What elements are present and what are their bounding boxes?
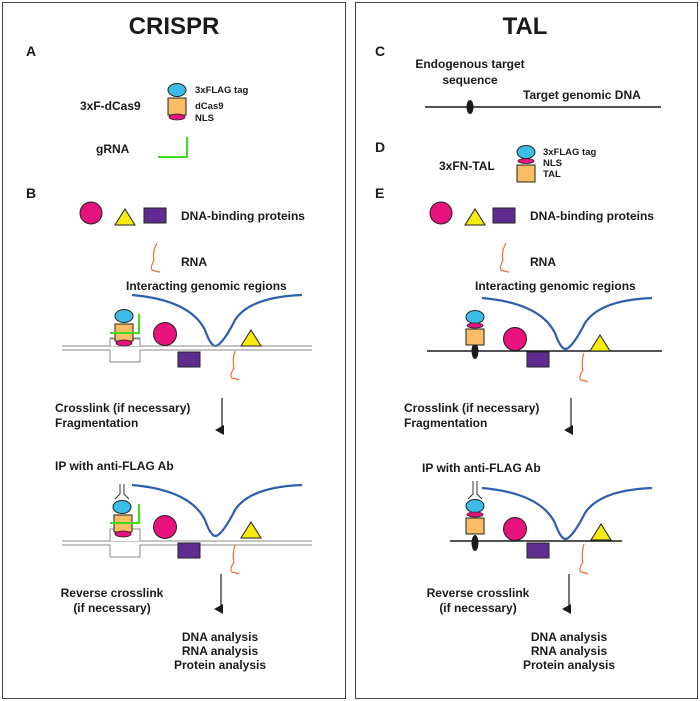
output-rna: RNA analysis [531,644,608,658]
output-rna: RNA analysis [182,644,259,658]
circle-protein-icon [79,201,103,225]
tal-binding-diagram [427,296,662,383]
step1-line2: Fragmentation [55,416,138,430]
output-protein: Protein analysis [523,658,615,672]
part-label-nls: NLS [195,113,214,124]
target-site-icon [466,100,474,114]
panel-letter-c: C [375,43,385,59]
crispr-ip-diagram [62,483,312,575]
target-seq-label-line1: Endogenous target [415,57,524,71]
genomic-dna-label: Target genomic DNA [523,88,641,102]
step2-line1: Reverse crosslink [61,586,164,600]
rna-icon [499,242,510,273]
output-protein: Protein analysis [174,658,266,672]
part-label-dcas9: dCas9 [195,101,224,112]
antibody-icon [467,481,483,500]
step2-line2: (if necessary) [439,601,516,615]
part-label-flag: 3xFLAG tag [543,147,597,158]
proteins-label: DNA-binding proteins [181,209,305,223]
panel-letter-d: D [375,139,385,155]
rna-label: RNA [181,255,207,269]
proteins-label: DNA-binding proteins [530,209,654,223]
crispr-title: CRISPR [129,13,220,40]
dcas9-construct-icon [167,83,187,121]
regions-label: Interacting genomic regions [126,279,287,293]
part-label-tal: TAL [543,169,561,180]
triangle-protein-icon [114,208,136,226]
ip-label: IP with anti-FLAG Ab [422,461,541,475]
triangle-protein-icon [464,208,486,226]
output-dna: DNA analysis [182,630,259,644]
step1-line2: Fragmentation [404,416,487,430]
grna-icon [158,137,188,158]
tal-ip-diagram [450,481,653,575]
regions-label: Interacting genomic regions [475,279,636,293]
part-label-flag: 3xFLAG tag [195,85,249,96]
rna-label: RNA [530,255,556,269]
step1-line1: Crosslink (if necessary) [404,401,539,415]
protein-legend-left [79,201,167,226]
tal-title: TAL [503,13,548,40]
rna-icon [150,242,161,273]
target-seq-label-line2: sequence [442,73,498,87]
step1-line1: Crosslink (if necessary) [55,401,190,415]
square-protein-icon [492,207,516,224]
antibody-icon [114,484,130,500]
dna-bubble [109,350,141,363]
step2-line1: Reverse crosslink [427,586,530,600]
output-dna: DNA analysis [531,630,608,644]
panel-letter-a: A [26,43,36,59]
square-protein-icon [143,207,167,224]
genomic-region-loop [131,293,303,348]
crispr-binding-diagram [62,293,312,381]
circle-protein-icon [429,201,453,225]
tal-construct-label: 3xFN-TAL [439,159,495,173]
panel-letter-e: E [375,185,384,201]
ip-label: IP with anti-FLAG Ab [55,459,174,473]
panel-letter-b: B [26,185,36,201]
tal-construct-icon [516,145,536,183]
dcas9-construct-label: 3xF-dCas9 [80,99,141,113]
part-label-nls: NLS [543,158,562,169]
step2-line2: (if necessary) [73,601,150,615]
protein-legend-right [429,201,516,226]
grna-label: gRNA [96,142,130,156]
